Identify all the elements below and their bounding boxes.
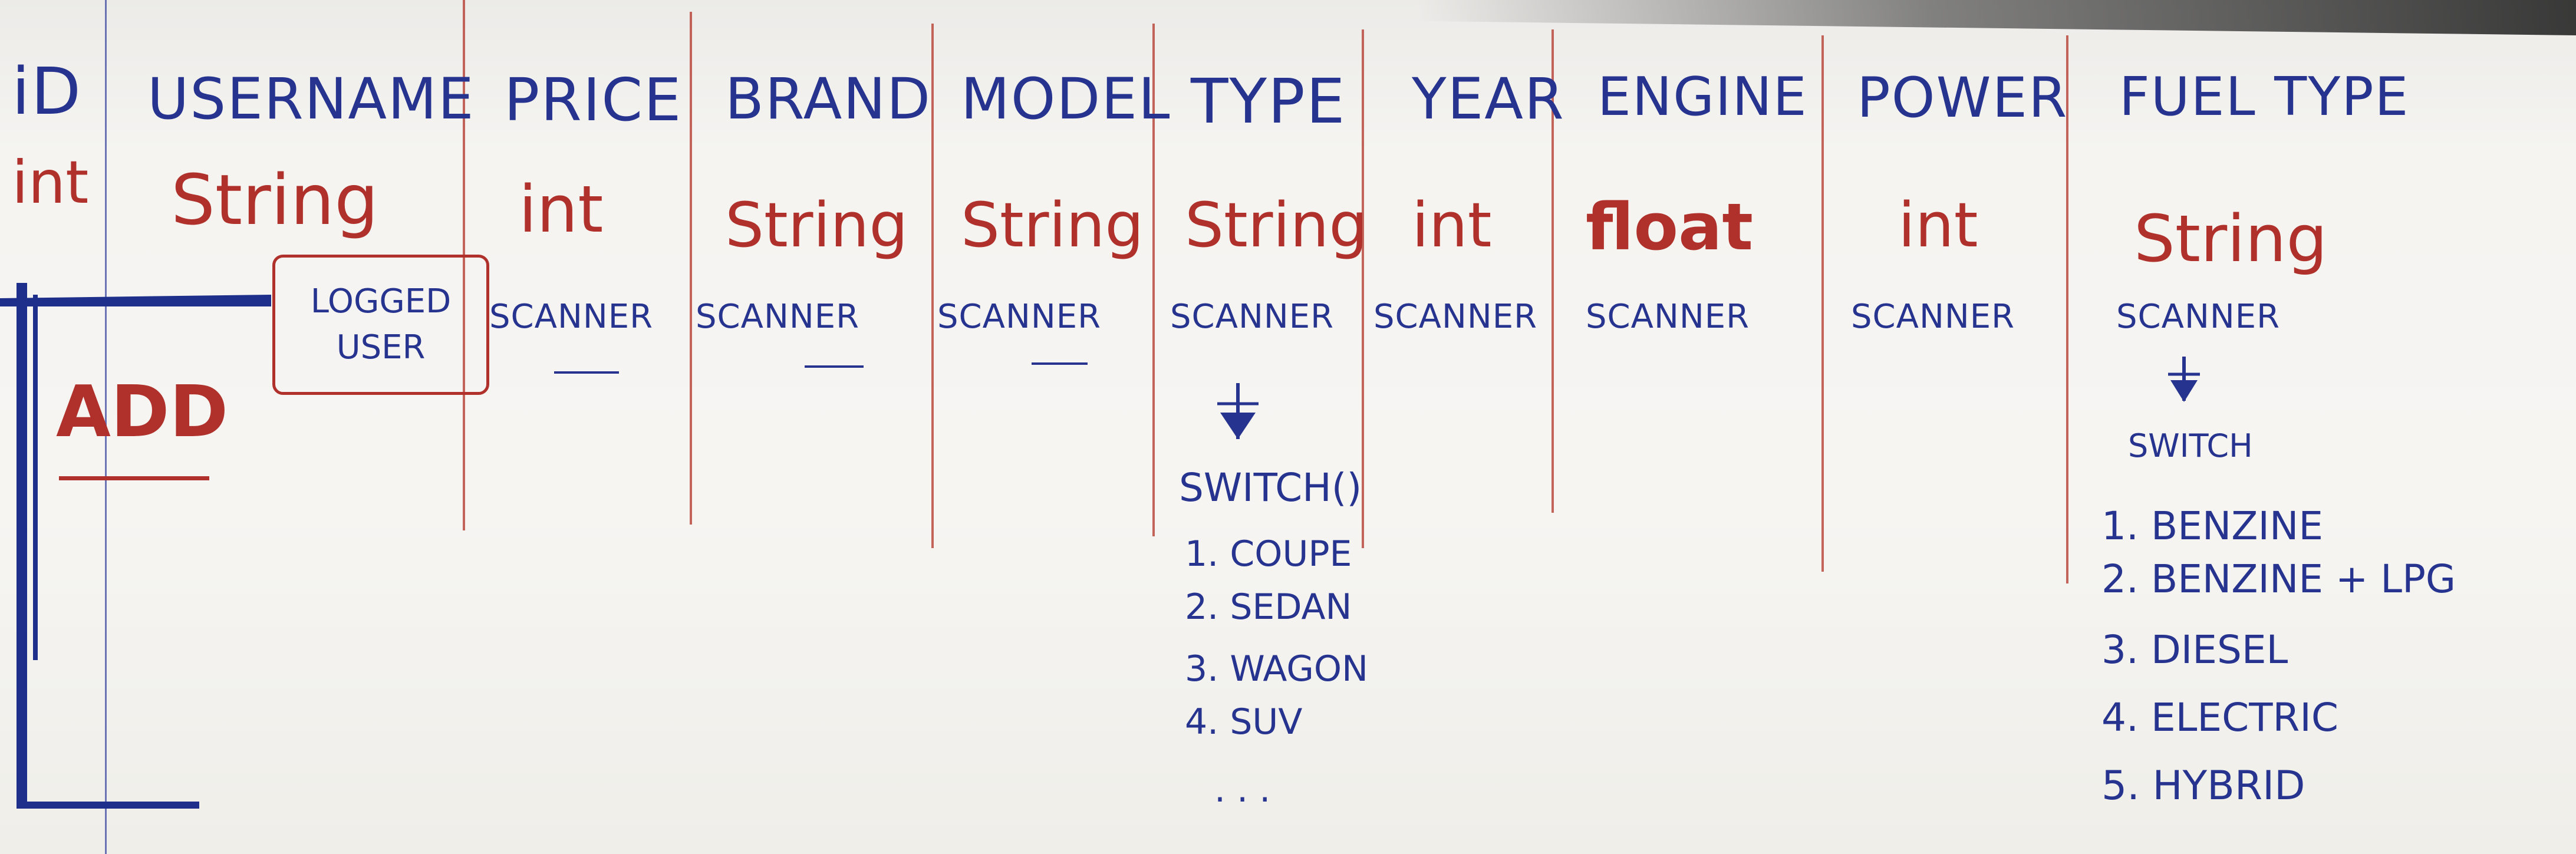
header-model: MODEL [961,66,1171,132]
header-power: POWER [1857,66,2068,130]
fuel-option: 4. ELECTRIC [2101,695,2338,740]
down-arrow-icon [2168,357,2200,402]
model-dash [1032,362,1088,365]
column-divider [931,24,934,548]
header-type: TYPE [1191,65,1346,137]
bracket-top [0,295,271,306]
bracket-vertical-inner [33,295,38,660]
background-shadow [0,0,2576,35]
column-divider [463,0,465,530]
scanner-engine: SCANNER [1586,298,1750,336]
bracket-vertical [17,283,27,802]
type-id: int [12,148,89,217]
type-option: 2. SEDAN [1185,586,1352,628]
column-divider [1152,24,1155,536]
type-model: String [961,189,1144,261]
scanner-type: SCANNER [1170,298,1335,336]
type-year: int [1412,189,1492,261]
add-label: ADD [56,371,229,453]
bracket-bottom [17,802,199,809]
scanner-price: SCANNER [489,298,654,336]
column-divider [1551,29,1554,513]
type-option: 1. COUPE [1185,533,1352,575]
logged-user-box: LOGGED USER [272,255,489,395]
type-engine: float [1586,189,1753,265]
type-fuel-type: String [2134,201,2328,276]
type-option-more: . . . [1214,769,1271,810]
scanner-power: SCANNER [1851,298,2015,336]
column-divider [1362,29,1364,548]
header-fuel-type: FUEL TYPE [2119,66,2410,128]
header-engine: ENGINE [1597,66,1808,128]
fuel-option: 2. BENZINE + LPG [2101,556,2456,602]
header-brand: BRAND [725,66,932,132]
fuel-option: 1. BENZINE [2101,503,2324,549]
fuel-option: 5. HYBRID [2101,763,2305,809]
type-option: 3. WAGON [1185,648,1368,690]
type-type: String [1185,189,1368,261]
header-price: PRICE [504,65,683,134]
type-switch-label: SWITCH() [1179,465,1362,510]
scanner-brand: SCANNER [696,298,860,336]
logged-user-line1: LOGGED [310,282,452,321]
column-divider [1821,35,1824,572]
type-price: int [519,172,604,247]
scanner-model: SCANNER [937,298,1102,336]
scanner-fuel-type: SCANNER [2116,298,2281,336]
brand-dash [805,365,864,368]
type-power: int [1898,189,1978,261]
type-brand: String [725,189,908,261]
price-dash [554,371,619,374]
fuel-option: 3. DIESEL [2101,627,2288,672]
header-id: iD [12,54,83,129]
logged-user-line2: USER [336,328,426,367]
margin-line [105,0,107,854]
scanner-year: SCANNER [1373,298,1538,336]
header-year: YEAR [1412,66,1565,132]
add-underline [59,476,209,480]
header-username: USERNAME [147,66,475,132]
fuel-switch-label: SWITCH [2128,427,2253,464]
down-arrow-icon [1217,383,1259,439]
type-username: String [171,159,379,240]
column-divider [690,12,692,525]
column-divider [2066,35,2068,583]
type-option: 4. SUV [1185,701,1303,743]
